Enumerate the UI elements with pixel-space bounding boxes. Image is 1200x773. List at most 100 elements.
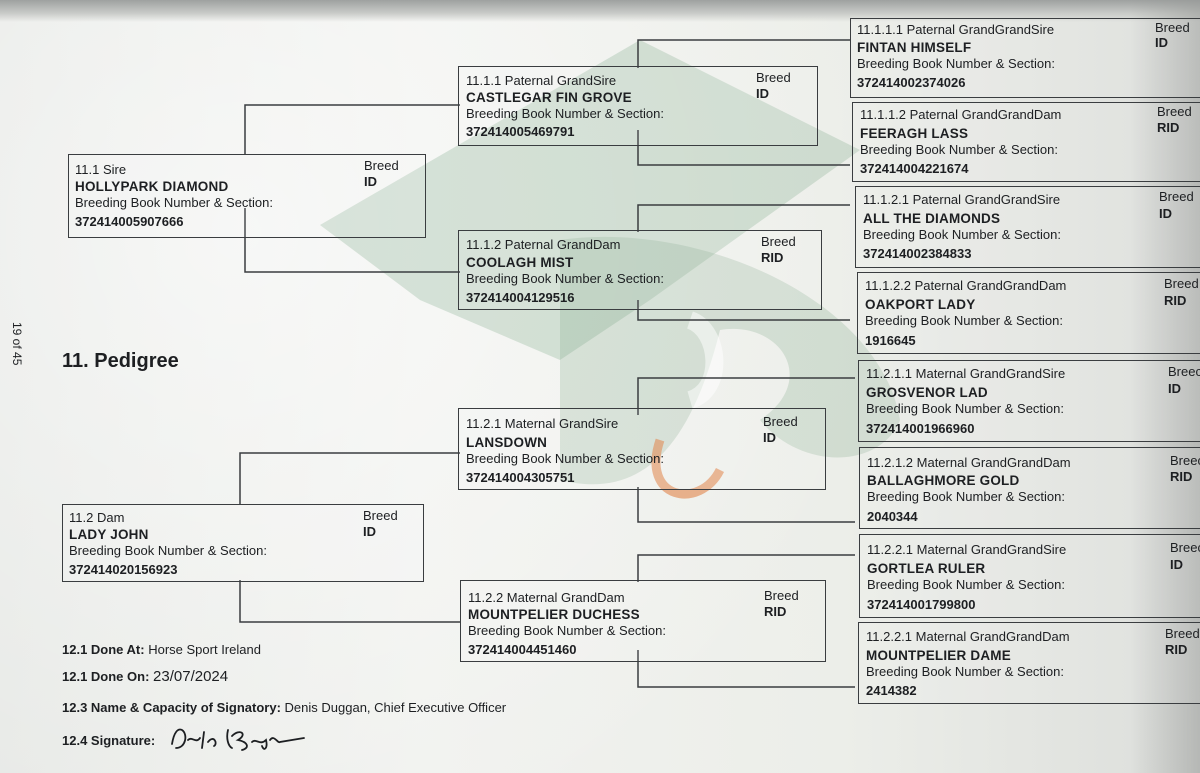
grandparent-box: 11.2.2 Maternal GrandDam MOUNTPELIER DUC…	[460, 580, 826, 662]
great-grandparent-breed-label: Breed	[1157, 104, 1192, 119]
great-grandparent-box: 11.1.1.2 Paternal GrandGrandDam FEERAGH …	[852, 102, 1200, 182]
grandparent-role: 11.1.1 Paternal GrandSire	[466, 73, 617, 88]
great-grandparent-breed-label: Breec	[1170, 540, 1200, 555]
signature-line: 12.4 Signature:	[62, 733, 155, 748]
great-grandparent-number: 2414382	[866, 683, 917, 698]
signatory-label: 12.3 Name & Capacity of Signatory:	[62, 700, 281, 715]
great-grandparent-number: 372414002384833	[863, 246, 972, 261]
great-grandparent-name: FEERAGH LASS	[860, 126, 969, 141]
grandparent-bbn-label: Breeding Book Number & Section:	[468, 623, 666, 638]
great-grandparent-bbn-label: Breeding Book Number & Section:	[860, 142, 1058, 157]
great-grandparent-breed-label: Breed	[1164, 276, 1199, 291]
done-at-line: 12.1 Done At: Horse Sport Ireland	[62, 642, 261, 657]
great-grandparent-role: 11.1.2.2 Paternal GrandGrandDam	[865, 278, 1067, 293]
grandparent-bbn-label: Breeding Book Number & Section:	[466, 106, 664, 121]
great-grandparent-box: 11.1.2.1 Paternal GrandGrandSire ALL THE…	[855, 186, 1200, 268]
grandparent-number: 372414004305751	[466, 470, 575, 485]
great-grandparent-role: 11.2.1.1 Maternal GrandGrandSire	[866, 366, 1066, 381]
grandparent-breed: ID	[763, 430, 776, 445]
grandparent-breed-label: Breed	[764, 588, 799, 603]
great-grandparent-bbn-label: Breeding Book Number & Section:	[867, 489, 1065, 504]
grandparent-name: CASTLEGAR FIN GROVE	[466, 90, 632, 105]
grandparent-name: COOLAGH MIST	[466, 255, 574, 270]
section-heading: 11. Pedigree	[62, 350, 179, 372]
grandparent-number: 372414004129516	[466, 290, 575, 305]
great-grandparent-number: 1916645	[865, 333, 916, 348]
grandparent-bbn-label: Breeding Book Number & Section:	[466, 451, 664, 466]
sire-number: 372414005907666	[75, 214, 184, 229]
great-grandparent-breed: RID	[1157, 120, 1180, 135]
great-grandparent-bbn-label: Breeding Book Number & Section:	[866, 664, 1064, 679]
dam-bbn-label: Breeding Book Number & Section:	[69, 543, 267, 558]
dam-name: LADY JOHN	[69, 527, 149, 542]
done-at-value: Horse Sport Ireland	[148, 642, 261, 657]
done-at-label: 12.1 Done At:	[62, 642, 145, 657]
great-grandparent-breed: RID	[1165, 642, 1188, 657]
handwritten-signature	[171, 728, 305, 751]
grandparent-role: 11.2.2 Maternal GrandDam	[468, 590, 625, 605]
great-grandparent-breed: ID	[1170, 557, 1183, 572]
done-on-label: 12.1 Done On:	[62, 669, 150, 684]
dam-number: 372414020156923	[69, 562, 178, 577]
great-grandparent-name: BALLAGHMORE GOLD	[867, 473, 1020, 488]
grandparent-box: 11.1.1 Paternal GrandSire CASTLEGAR FIN …	[458, 66, 818, 146]
dam-role: 11.2 Dam	[69, 510, 125, 525]
great-grandparent-box: 11.1.1.1 Paternal GrandGrandSire FINTAN …	[850, 18, 1200, 98]
grandparent-breed-label: Breed	[756, 70, 791, 85]
great-grandparent-number: 2040344	[867, 509, 918, 524]
great-grandparent-breed-label: Breec	[1168, 364, 1200, 379]
great-grandparent-name: ALL THE DIAMONDS	[863, 211, 1001, 226]
grandparent-bbn-label: Breeding Book Number & Section:	[466, 271, 664, 286]
grandparent-breed: RID	[761, 250, 784, 265]
great-grandparent-name: GROSVENOR LAD	[866, 385, 988, 400]
grandparent-number: 372414004451460	[468, 642, 577, 657]
signatory-value: Denis Duggan, Chief Executive Officer	[284, 700, 507, 715]
great-grandparent-role: 11.2.2.1 Maternal GrandGrandSire	[867, 542, 1067, 557]
great-grandparent-breed-label: Breed	[1159, 189, 1194, 204]
sire-breed-label: Breed	[364, 158, 399, 173]
page-edge-shadow	[1130, 0, 1200, 773]
great-grandparent-role: 11.1.1.1 Paternal GrandGrandSire	[857, 22, 1055, 37]
great-grandparent-name: GORTLEA RULER	[867, 561, 986, 576]
great-grandparent-bbn-label: Breeding Book Number & Section:	[866, 401, 1064, 416]
great-grandparent-box: 11.2.2.1 Maternal GrandGrandSire GORTLEA…	[859, 534, 1200, 618]
sire-role: 11.1 Sire	[75, 162, 127, 177]
done-on-line: 12.1 Done On: 23/07/2024	[62, 668, 228, 685]
grandparent-box: 11.1.2 Paternal GrandDam COOLAGH MIST Br…	[458, 230, 822, 310]
grandparent-role: 11.1.2 Paternal GrandDam	[466, 237, 621, 252]
grandparent-breed: ID	[756, 86, 769, 101]
great-grandparent-bbn-label: Breeding Book Number & Section:	[867, 577, 1065, 592]
page-number: 19 of 45	[10, 322, 24, 366]
great-grandparent-breed-label: Breed	[1165, 626, 1200, 641]
great-grandparent-breed-label: Breec	[1170, 453, 1200, 468]
great-grandparent-box: 11.2.1.2 Maternal GrandGrandDam BALLAGHM…	[859, 447, 1200, 529]
great-grandparent-breed: ID	[1168, 381, 1181, 396]
great-grandparent-role: 11.1.1.2 Paternal GrandGrandDam	[860, 107, 1062, 122]
grandparent-breed: RID	[764, 604, 787, 619]
sire-bbn-label: Breeding Book Number & Section:	[75, 195, 273, 210]
grandparent-breed-label: Breed	[763, 414, 798, 429]
dam-box: 11.2 Dam LADY JOHN Breeding Book Number …	[62, 504, 424, 582]
sire-box: 11.1 Sire HOLLYPARK DIAMOND Breeding Boo…	[68, 154, 426, 238]
great-grandparent-breed: ID	[1159, 206, 1172, 221]
grandparent-role: 11.2.1 Maternal GrandSire	[466, 416, 619, 431]
grandparent-name: LANSDOWN	[466, 435, 548, 450]
great-grandparent-name: MOUNTPELIER DAME	[866, 648, 1011, 663]
done-on-value: 23/07/2024	[153, 668, 229, 685]
great-grandparent-number: 372414001966960	[866, 421, 975, 436]
dam-breed-label: Breed	[363, 508, 398, 523]
page-top-shadow	[0, 0, 1200, 22]
signatory-line: 12.3 Name & Capacity of Signatory: Denis…	[62, 700, 506, 715]
great-grandparent-bbn-label: Breeding Book Number & Section:	[857, 56, 1055, 71]
grandparent-name: MOUNTPELIER DUCHESS	[468, 607, 640, 622]
great-grandparent-bbn-label: Breeding Book Number & Section:	[865, 313, 1063, 328]
great-grandparent-box: 11.1.2.2 Paternal GrandGrandDam OAKPORT …	[857, 272, 1200, 354]
great-grandparent-bbn-label: Breeding Book Number & Section:	[863, 227, 1061, 242]
great-grandparent-breed: RID	[1170, 469, 1193, 484]
great-grandparent-role: 11.2.2.1 Maternal GrandGrandDam	[866, 629, 1070, 644]
grandparent-number: 372414005469791	[466, 124, 575, 139]
sire-breed: ID	[364, 174, 377, 189]
great-grandparent-number: 372414001799800	[867, 597, 976, 612]
